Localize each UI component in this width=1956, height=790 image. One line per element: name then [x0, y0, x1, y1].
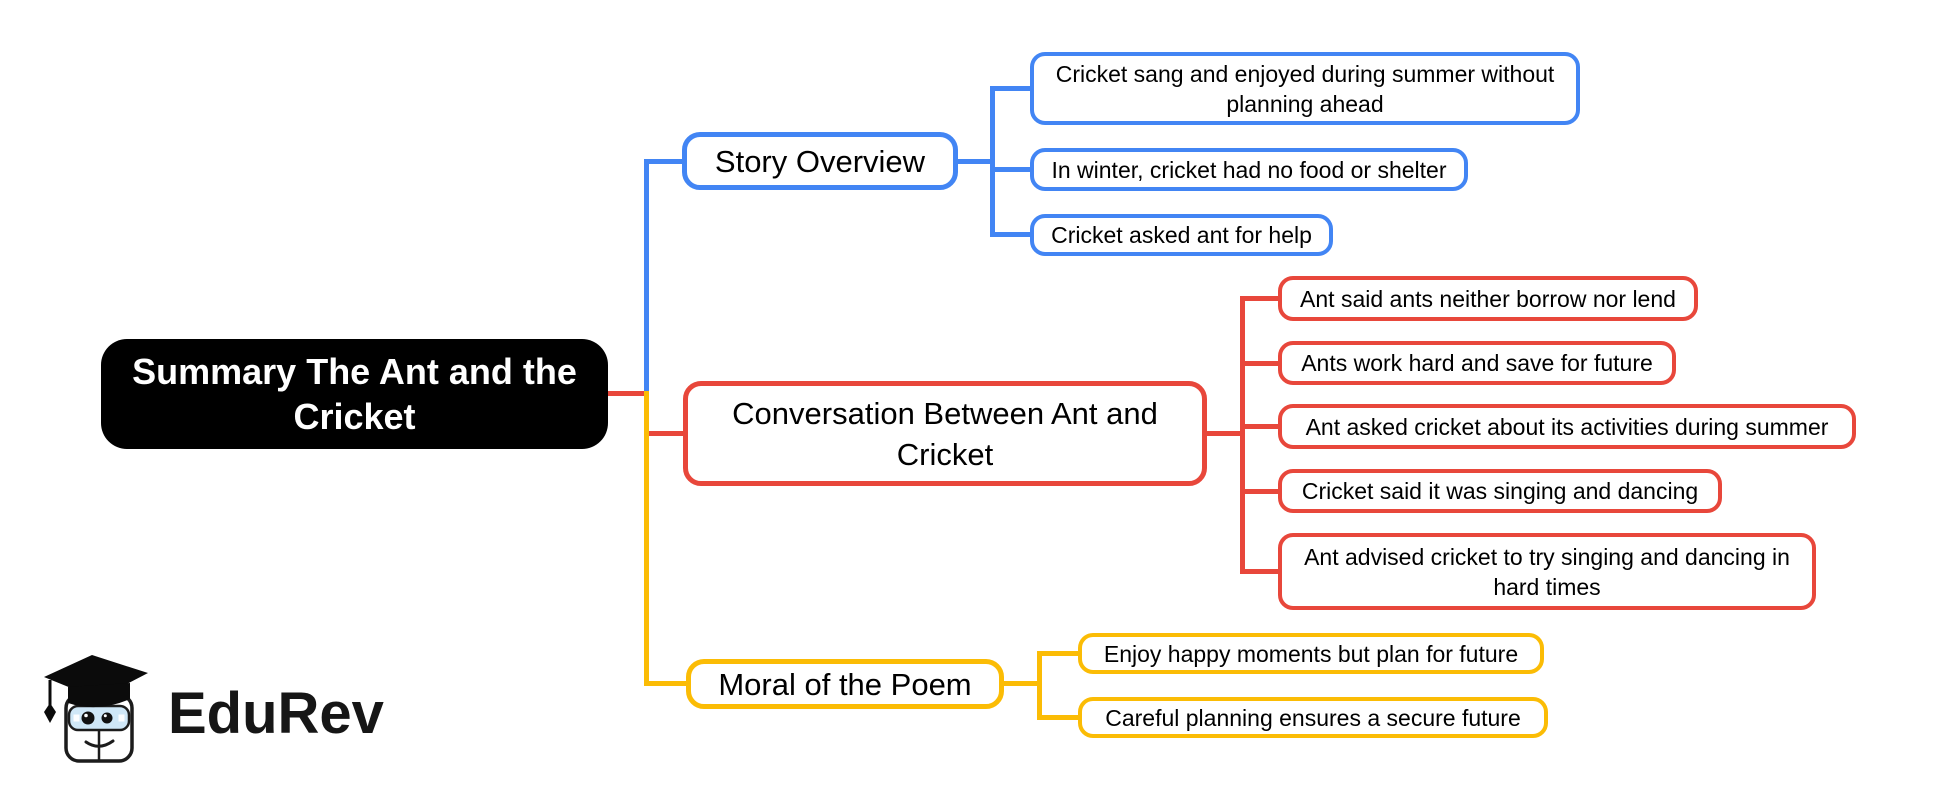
connector-red-stub-3 — [1240, 424, 1278, 429]
connector-yellow-to-branch — [644, 681, 686, 686]
connector-red-stub-1 — [1240, 296, 1278, 301]
connector-red-trunk — [1240, 296, 1245, 574]
leaf-label: Cricket said it was singing and dancing — [1301, 478, 1699, 504]
connector-blue-stub-1 — [990, 86, 1030, 91]
connector-blue-junction-vertical — [644, 159, 649, 396]
branch-node-conversation: Conversation Between Ant and Cricket — [683, 381, 1207, 486]
connector-red-to-branch — [644, 431, 684, 436]
leaf-node-asked-ant-help: Cricket asked ant for help — [1030, 214, 1333, 256]
connector-yellow-stub-2 — [1037, 715, 1078, 720]
leaf-label: Careful planning ensures a secure future — [1105, 704, 1521, 731]
leaf-label: Cricket sang and enjoyed during summer w… — [1055, 60, 1555, 117]
connector-red-stub-2 — [1240, 361, 1278, 366]
connector-blue-branch-out — [958, 159, 994, 164]
leaf-label: Ants work hard and save for future — [1301, 350, 1653, 376]
connector-yellow-stub-1 — [1037, 651, 1078, 656]
leaf-node-enjoy-moments: Enjoy happy moments but plan for future — [1078, 633, 1544, 674]
branch-node-story-overview: Story Overview — [682, 132, 958, 190]
connector-yellow-junction-vertical — [644, 391, 649, 686]
connector-yellow-branch-out — [1002, 681, 1042, 686]
leaf-label: Enjoy happy moments but plan for future — [1103, 640, 1519, 667]
branch-label: Story Overview — [714, 143, 926, 179]
connector-blue-trunk — [990, 86, 995, 237]
connector-blue-to-branch — [644, 159, 682, 164]
branch-label: Moral of the Poem — [718, 666, 972, 702]
connector-blue-stub-2 — [990, 167, 1030, 172]
leaf-label: In winter, cricket had no food or shelte… — [1051, 156, 1447, 183]
leaf-label: Ant advised cricket to try singing and d… — [1304, 543, 1790, 600]
root-node: Summary The Ant and the Cricket — [101, 339, 608, 449]
edurev-mascot-icon — [44, 655, 148, 763]
leaf-node-cricket-sang: Cricket sang and enjoyed during summer w… — [1030, 52, 1580, 125]
leaf-node-work-hard: Ants work hard and save for future — [1278, 341, 1676, 385]
connector-red-stub-4 — [1240, 489, 1278, 494]
leaf-label: Cricket asked ant for help — [1051, 222, 1312, 248]
branch-label: Conversation Between Ant and Cricket — [732, 395, 1158, 472]
root-node-label: Summary The Ant and the Cricket — [132, 351, 577, 437]
connector-yellow-trunk — [1037, 651, 1042, 720]
connector-blue-stub-3 — [990, 232, 1030, 237]
connector-red-root-stub — [605, 391, 649, 396]
leaf-node-advised-cricket: Ant advised cricket to try singing and d… — [1278, 533, 1816, 610]
leaf-node-careful-planning: Careful planning ensures a secure future — [1078, 697, 1548, 738]
leaf-node-singing-dancing: Cricket said it was singing and dancing — [1278, 469, 1722, 513]
leaf-node-winter-no-food: In winter, cricket had no food or shelte… — [1030, 148, 1468, 191]
leaf-label: Ant said ants neither borrow nor lend — [1300, 285, 1676, 312]
leaf-node-neither-borrow: Ant said ants neither borrow nor lend — [1278, 276, 1698, 321]
branch-node-moral: Moral of the Poem — [686, 659, 1004, 709]
leaf-node-asked-activities: Ant asked cricket about its activities d… — [1278, 404, 1856, 449]
edurev-logo: EduRev — [36, 648, 406, 778]
connector-red-branch-out — [1205, 431, 1245, 436]
leaf-label: Ant asked cricket about its activities d… — [1305, 413, 1829, 440]
connector-red-stub-5 — [1240, 569, 1278, 574]
edurev-brand-text: EduRev — [168, 680, 384, 746]
